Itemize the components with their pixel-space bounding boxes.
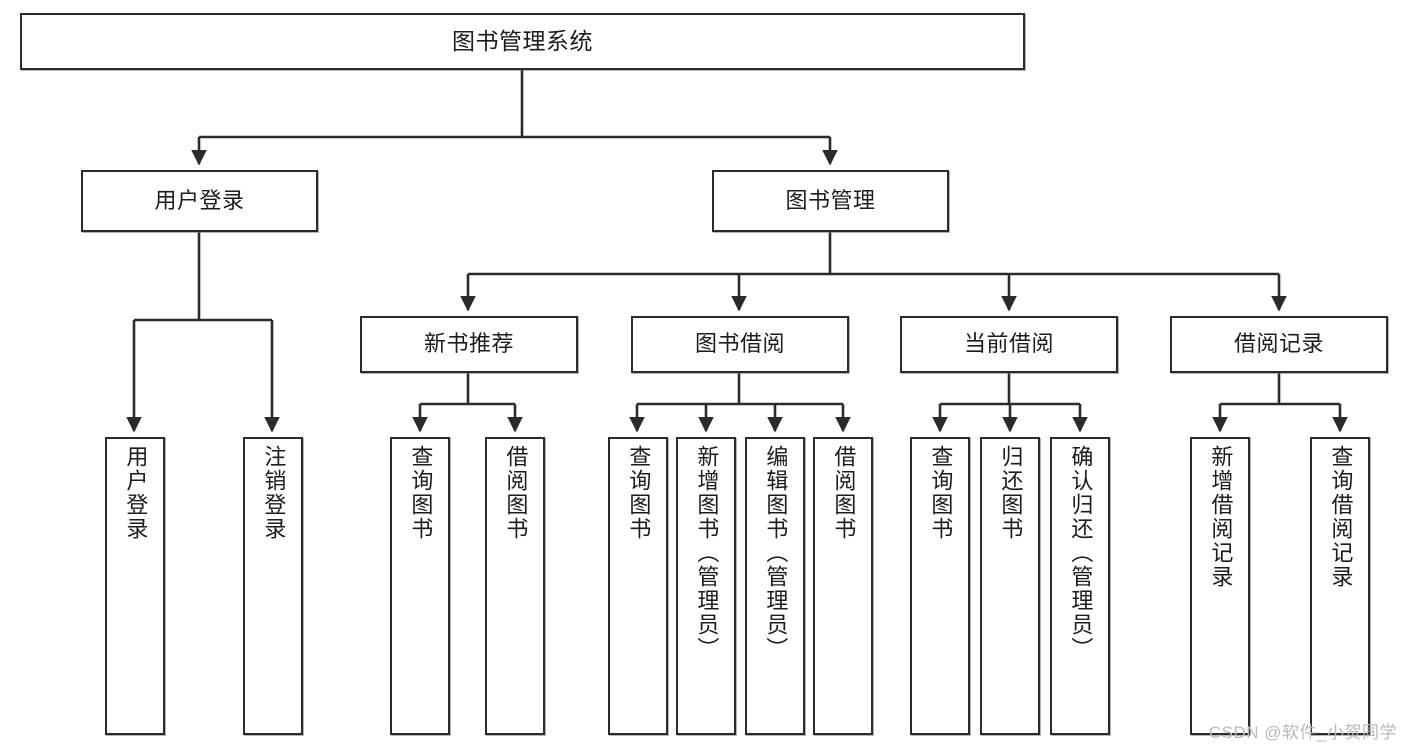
leaf-borrow-edit-book-admin[interactable]: 编辑图书（管理员） (745, 437, 805, 735)
leaf-user-login-logout[interactable]: 注销登录 (243, 437, 303, 735)
node-label: 借阅图书 (831, 445, 857, 541)
leaf-borrow-borrow-book[interactable]: 借阅图书 (813, 437, 873, 735)
node-label: 图书借阅 (694, 331, 785, 357)
node-label: 新增图书（管理员） (694, 445, 720, 661)
node-label: 用户登录 (123, 445, 149, 541)
node-label: 注销登录 (261, 445, 287, 541)
node-book-management[interactable]: 图书管理 (712, 170, 949, 232)
node-book-borrow[interactable]: 图书借阅 (631, 316, 849, 373)
node-current-borrow[interactable]: 当前借阅 (900, 316, 1118, 373)
leaf-borrow-add-book-admin[interactable]: 新增图书（管理员） (676, 437, 736, 735)
node-user-login[interactable]: 用户登录 (81, 170, 318, 232)
node-label: 当前借阅 (963, 331, 1054, 357)
leaf-current-return-book[interactable]: 归还图书 (980, 437, 1040, 735)
node-new-book-recommend[interactable]: 新书推荐 (360, 316, 578, 373)
node-label: 图书管理 (785, 187, 876, 213)
node-label: 借阅图书 (503, 445, 529, 541)
node-label: 归还图书 (998, 445, 1024, 541)
leaf-current-query-book[interactable]: 查询图书 (910, 437, 970, 735)
node-borrow-record[interactable]: 借阅记录 (1170, 316, 1388, 373)
node-root-system[interactable]: 图书管理系统 (20, 13, 1025, 70)
node-label: 查询图书 (928, 445, 954, 541)
node-label: 确认归还（管理员） (1068, 445, 1094, 661)
node-label: 编辑图书（管理员） (763, 445, 789, 661)
node-label: 图书管理系统 (452, 27, 593, 54)
leaf-borrow-query-book[interactable]: 查询图书 (608, 437, 668, 735)
node-label: 查询借阅记录 (1328, 445, 1354, 589)
leaf-recommend-query-book[interactable]: 查询图书 (390, 437, 450, 735)
node-label: 借阅记录 (1233, 331, 1324, 357)
leaf-record-add-record[interactable]: 新增借阅记录 (1190, 437, 1250, 735)
leaf-recommend-borrow-book[interactable]: 借阅图书 (485, 437, 545, 735)
node-label: 查询图书 (408, 445, 434, 541)
leaf-record-query-record[interactable]: 查询借阅记录 (1310, 437, 1370, 735)
leaf-current-confirm-return-admin[interactable]: 确认归还（管理员） (1050, 437, 1110, 735)
node-label: 用户登录 (154, 187, 245, 213)
node-label: 新书推荐 (423, 331, 514, 357)
node-label: 查询图书 (626, 445, 652, 541)
node-label: 新增借阅记录 (1208, 445, 1234, 589)
leaf-user-login-login[interactable]: 用户登录 (105, 437, 165, 735)
watermark: CSDN @软件_小贺同学 (1208, 723, 1397, 742)
